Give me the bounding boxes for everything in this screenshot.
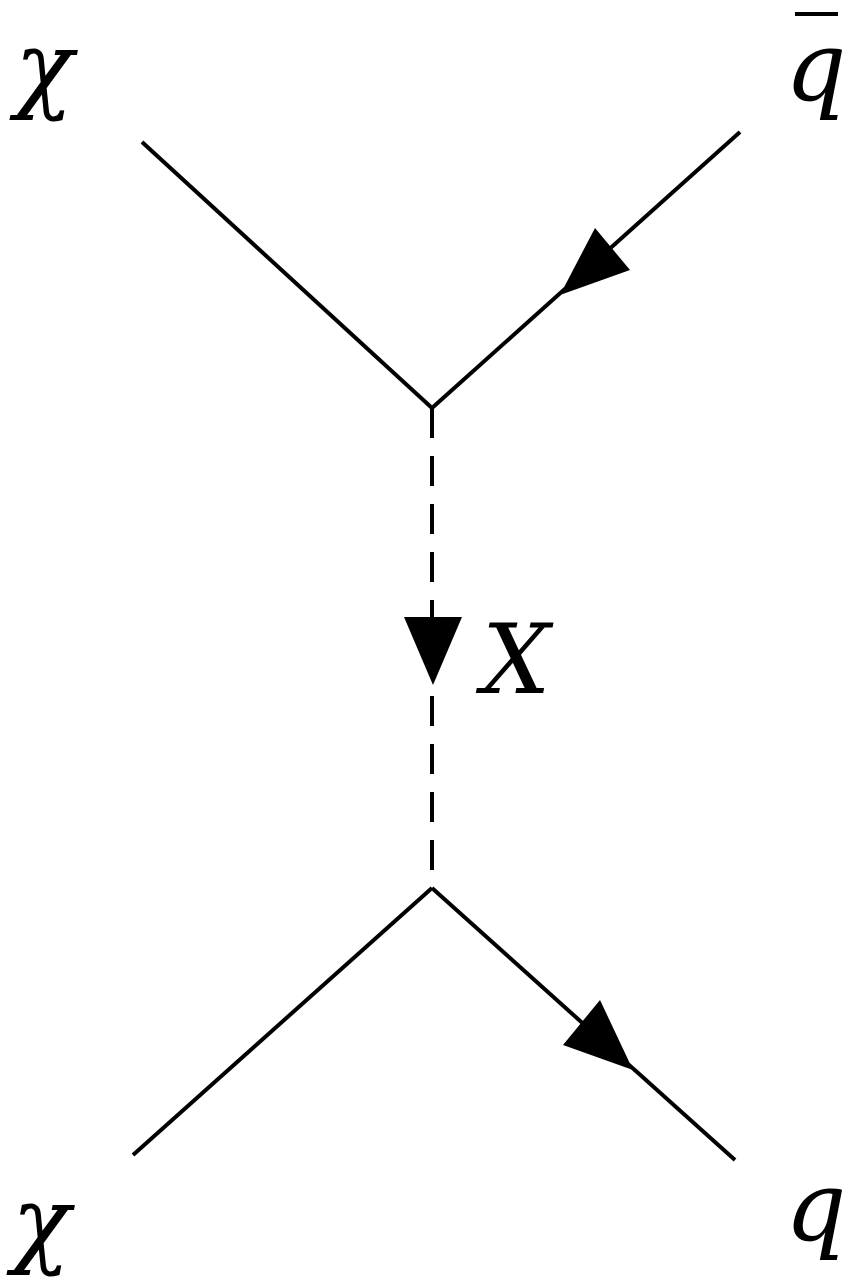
- quark-arrow-icon: [563, 1000, 633, 1070]
- label-quark: q: [785, 1151, 846, 1263]
- mediator-arrow-icon: [404, 617, 462, 685]
- chi-incoming-line: [140, 140, 434, 410]
- label-antiquark: q: [785, 11, 846, 123]
- chi-outgoing-line: [131, 886, 434, 1157]
- label-mediator: X: [475, 604, 554, 716]
- label-chi-top: χ: [9, 11, 78, 123]
- antiquark-arrow-icon: [560, 228, 630, 295]
- label-chi-bottom: χ: [6, 1166, 75, 1278]
